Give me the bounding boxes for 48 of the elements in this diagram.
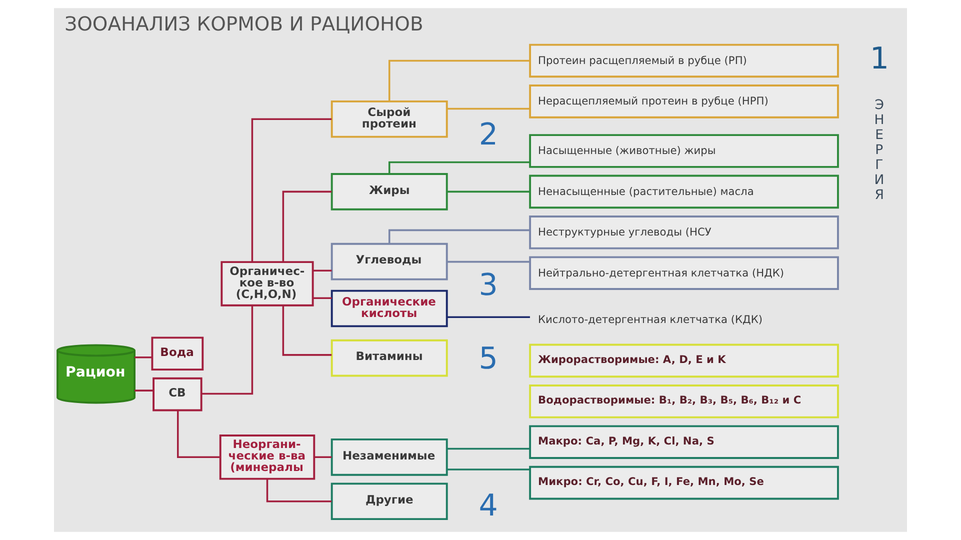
label: 1 <box>870 41 889 76</box>
connector <box>313 270 332 272</box>
connector <box>314 456 332 458</box>
connector <box>447 108 530 110</box>
connector <box>447 316 530 318</box>
connector <box>282 190 332 262</box>
node-box: Микро: Cr, Co, Cu, F, I, Fe, Mn, Mo, Se <box>529 466 839 500</box>
node-box: Органичес- кое в-во (C,H,O,N) <box>220 261 314 306</box>
node-box: Протеин расщепляемый в рубце (РП) <box>529 44 839 78</box>
node-box: Неструктурные углеводы (НСУ <box>529 216 839 250</box>
node-box: Жиры <box>330 173 448 210</box>
node-box: Водорастворимые: B₁, B₂, B₃, B₅, B₆, B₁₂ и C <box>529 384 839 418</box>
connector <box>388 60 530 102</box>
diagram-title: ЗООАНАЛИЗ КОРМОВ И РАЦИОНОВ <box>64 12 424 36</box>
connector <box>134 390 154 392</box>
connector <box>282 305 332 356</box>
label: 2 <box>478 118 498 153</box>
label: Э Н Е Р Г И Я <box>874 98 884 204</box>
connector <box>251 118 332 262</box>
label: 4 <box>478 488 498 524</box>
node-box: Витамины <box>330 339 448 377</box>
connector <box>177 410 220 458</box>
node-box: Нейтрально-детергентная клетчатка (НДК) <box>529 256 839 290</box>
node-box: Другие <box>330 482 448 520</box>
node-box: Неоргани- ческие в-ва (минералы <box>219 434 316 480</box>
node-box: Нерасщепляемый протеин в рубце (НРП) <box>529 84 839 118</box>
node-box: Вода <box>151 336 204 371</box>
connector <box>313 297 332 299</box>
connector <box>202 305 254 395</box>
node-text: Кислото-детергентная клетчатка (КДК) <box>538 313 763 326</box>
node-box: Сырой протеин <box>330 100 448 138</box>
label: 3 <box>478 268 498 303</box>
label: 5 <box>478 341 498 376</box>
node-box: Незаменимые <box>330 438 448 476</box>
connector <box>447 448 530 450</box>
node-box: Углеводы <box>330 242 448 280</box>
node-box: СВ <box>152 377 202 412</box>
connector <box>447 190 530 193</box>
connector <box>388 161 530 174</box>
node-box: Макро: Ca, P, Mg, K, Cl, Na, S <box>529 425 839 459</box>
connector <box>447 260 530 263</box>
node-box: Ненасыщенные (растительные) масла <box>529 174 839 209</box>
node-box: Насыщенные (животные) жиры <box>529 134 839 168</box>
node-box: Органические кислоты <box>330 290 448 328</box>
node-box: Жирорастворимые: A, D, E и K <box>529 344 839 378</box>
connector <box>447 468 530 470</box>
connector <box>266 479 332 502</box>
connector <box>134 356 152 358</box>
